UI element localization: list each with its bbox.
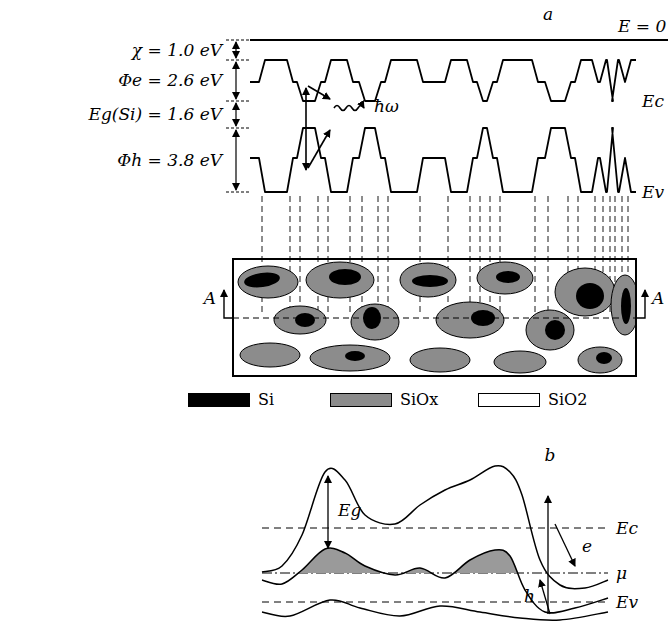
legend-text: Si bbox=[258, 392, 274, 408]
transition-arrows bbox=[306, 86, 364, 170]
legend-text: SiOx bbox=[400, 392, 438, 408]
filled-states bbox=[262, 548, 608, 573]
image-frame bbox=[233, 259, 636, 376]
carrier-label: h bbox=[524, 588, 535, 605]
boundary-dash bbox=[328, 196, 329, 316]
boundary-dashes bbox=[262, 196, 628, 316]
boundary-dash bbox=[300, 196, 301, 316]
vacuum-level bbox=[250, 39, 668, 41]
carrier-label: e bbox=[582, 538, 592, 555]
band-curve bbox=[262, 548, 608, 613]
boundary-dash bbox=[500, 196, 501, 316]
boundary-dash bbox=[420, 196, 421, 316]
boundary-dash bbox=[350, 196, 351, 316]
band-curve bbox=[262, 466, 608, 589]
panel-letter: a bbox=[543, 6, 553, 23]
carrier-arrows bbox=[328, 476, 575, 614]
gap-label: Eg bbox=[338, 502, 361, 519]
panel-letter: b bbox=[545, 447, 556, 464]
boundary-dash bbox=[362, 196, 363, 316]
boundary-dash bbox=[378, 196, 379, 316]
legend-swatch bbox=[188, 393, 250, 407]
section-label: A bbox=[204, 290, 216, 307]
section-line bbox=[233, 318, 636, 319]
level-label: μ bbox=[616, 565, 627, 582]
boundary-dash bbox=[480, 196, 481, 316]
energy-arrows bbox=[235, 42, 236, 190]
legend-swatch bbox=[478, 393, 540, 407]
photon-label: ħω bbox=[374, 98, 399, 115]
section-markers bbox=[224, 290, 645, 318]
boundary-dash bbox=[448, 196, 449, 316]
band-edge bbox=[250, 128, 636, 192]
band-curve bbox=[262, 600, 608, 620]
boundary-dash bbox=[535, 196, 536, 316]
fluctuating-bands bbox=[262, 466, 608, 621]
energy-label: Φh = 3.8 eV bbox=[117, 152, 222, 169]
legend-text: SiO2 bbox=[548, 392, 587, 408]
boundary-dash bbox=[318, 196, 319, 316]
energy-label: Φe = 2.6 eV bbox=[118, 72, 222, 89]
band-edge bbox=[250, 60, 636, 101]
level-ticks bbox=[226, 40, 250, 192]
band-label: Ev bbox=[642, 184, 664, 201]
boundary-dash bbox=[548, 196, 549, 316]
section-label: A bbox=[652, 290, 664, 307]
boundary-dash bbox=[490, 196, 491, 316]
energy-label: χ = 1.0 eV bbox=[132, 42, 222, 59]
legend-swatch bbox=[330, 393, 392, 407]
band-profile bbox=[250, 60, 636, 192]
energy-label: Eg(Si) = 1.6 eV bbox=[89, 106, 222, 123]
band-label: Ev bbox=[616, 594, 638, 611]
band-label: Ec bbox=[616, 520, 638, 537]
boundary-dash bbox=[388, 196, 389, 316]
band-label: Ec bbox=[642, 93, 664, 110]
boundary-dash bbox=[470, 196, 471, 316]
boundary-dash bbox=[290, 196, 291, 316]
level-label: E = 0 bbox=[618, 18, 666, 35]
